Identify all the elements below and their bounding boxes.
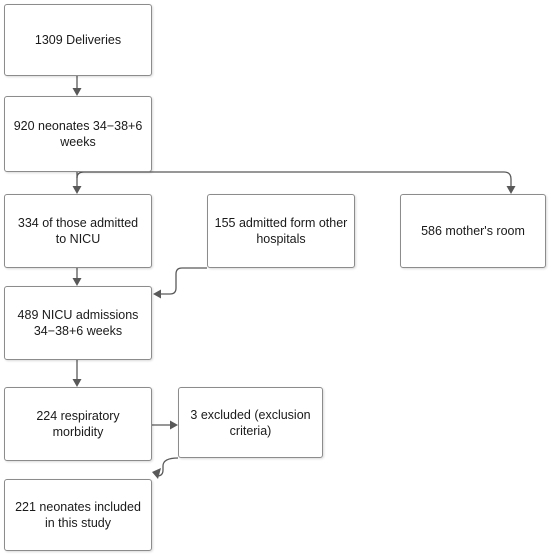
arrow-deliveries-to-neonates [72, 76, 82, 96]
node-respiratory-morbidity-label: 224 respiratory morbidity [36, 409, 120, 439]
node-neonates-label: 920 neonates 34−38+6 weeks [13, 119, 143, 149]
node-deliveries: 1309 Deliveries [4, 4, 152, 76]
node-other-hospitals-label: 155 admitted form other hospitals [214, 216, 348, 246]
node-neonates: 920 neonates 34−38+6 weeks [4, 96, 152, 172]
node-excluded-label: 3 excluded (exclusion criteria) [190, 407, 311, 438]
arrow-neonates-to-mothers-room [76, 171, 516, 194]
arrow-neonates-to-admitted-nicu [72, 172, 82, 194]
node-respiratory-morbidity: 224 respiratory morbidity [4, 387, 152, 461]
node-included-label: 221 neonates included in this study [15, 500, 141, 530]
arrow-excluded-to-included [152, 457, 179, 479]
node-admitted-nicu: 334 of those admitted to NICU [4, 194, 152, 268]
arrow-nicu-admissions-to-respiratory [72, 360, 82, 387]
node-admitted-nicu-label: 334 of those admitted to NICU [17, 216, 139, 246]
node-deliveries-label: 1309 Deliveries [34, 33, 122, 47]
node-mothers-room-label: 586 mother's room [421, 224, 525, 238]
arrow-respiratory-to-excluded [152, 420, 178, 430]
arrow-other-hospitals-to-nicu-admissions [153, 267, 207, 299]
node-included: 221 neonates included in this study [4, 479, 152, 551]
arrow-admitted-nicu-to-nicu-admissions [72, 268, 82, 286]
node-mothers-room: 586 mother's room [400, 194, 546, 268]
node-nicu-admissions-label: 489 NICU admissions 34−38+6 weeks [17, 308, 139, 338]
node-excluded: 3 excluded (exclusion criteria) [178, 387, 323, 458]
node-other-hospitals: 155 admitted form other hospitals [207, 194, 355, 268]
node-nicu-admissions: 489 NICU admissions 34−38+6 weeks [4, 286, 152, 360]
